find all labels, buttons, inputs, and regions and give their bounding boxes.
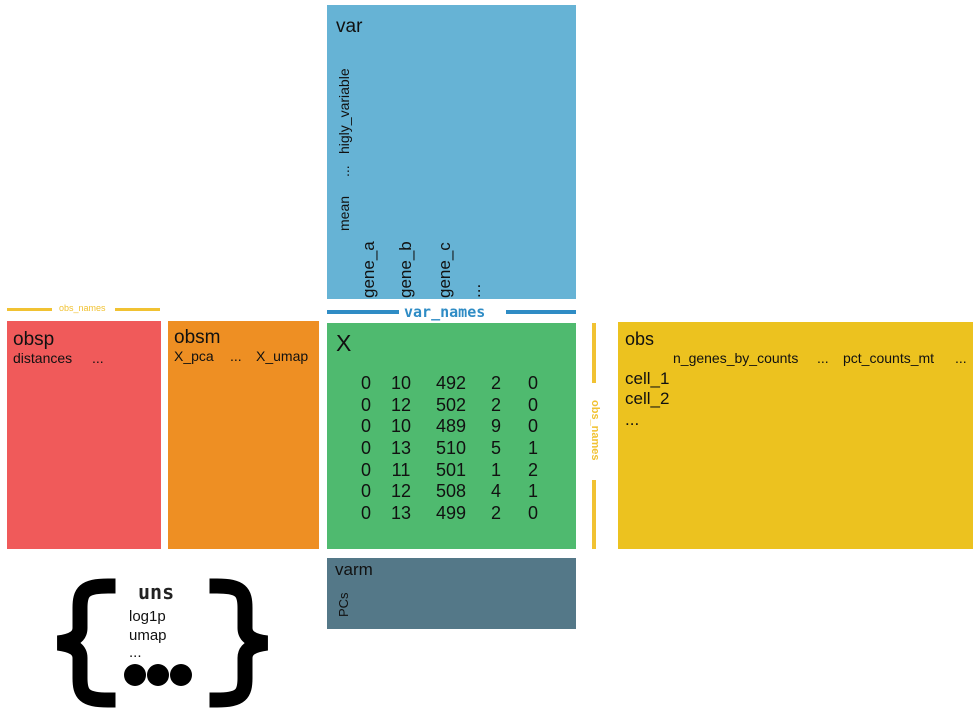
left-brace-icon bbox=[56, 578, 116, 708]
right-brace-icon bbox=[209, 578, 269, 708]
var-title: var bbox=[336, 16, 363, 37]
x-matrix-cell: 2 bbox=[490, 394, 501, 415]
x-matrix-cell: 0 bbox=[360, 438, 371, 459]
obsp-title: obsp bbox=[13, 329, 55, 350]
x-matrix-cell: 0 bbox=[360, 373, 371, 394]
x-matrix-cell: 492 bbox=[435, 373, 467, 394]
x-matrix-cell: 12 bbox=[390, 394, 412, 415]
obs-column-n-genes: n_genes_by_counts bbox=[673, 350, 799, 366]
x-matrix-row: 0 10 489 9 0 bbox=[355, 416, 551, 438]
obsp-panel: obsp distances ... bbox=[7, 321, 161, 549]
x-matrix-cell: 11 bbox=[391, 459, 411, 480]
varm-item-pcs: PCs bbox=[336, 592, 351, 617]
x-matrix-cell: 2 bbox=[490, 373, 501, 394]
x-title: X bbox=[336, 330, 352, 356]
x-matrix-cell: 1 bbox=[490, 459, 501, 480]
x-matrix-row: 0 11 501 1 2 bbox=[355, 459, 551, 481]
x-matrix-cell: 0 bbox=[527, 373, 538, 394]
obs-row-cell-2: cell_2 bbox=[625, 389, 670, 408]
obs-names-vline-bottom bbox=[592, 480, 596, 549]
uns-item-umap: umap bbox=[129, 627, 167, 644]
x-matrix-cell: 489 bbox=[435, 416, 467, 437]
obs-column-pct-counts-mt: pct_counts_mt bbox=[843, 350, 935, 366]
obs-names-line-right bbox=[115, 308, 160, 311]
varm-panel: varm PCs bbox=[327, 558, 576, 629]
obsm-item-x-pca: X_pca bbox=[174, 348, 214, 364]
obs-column-ellipsis-2: ... bbox=[955, 350, 967, 366]
x-matrix-cell: 12 bbox=[390, 481, 412, 502]
x-matrix-cell: 510 bbox=[435, 438, 467, 459]
x-matrix-cell: 13 bbox=[390, 502, 412, 523]
x-matrix-cell: 0 bbox=[360, 481, 371, 502]
x-matrix-cell: 0 bbox=[360, 394, 371, 415]
var-panel: var mean ... higly_variable gene_a gene_… bbox=[327, 5, 576, 299]
var-column-mean: mean bbox=[336, 195, 352, 231]
obsm-title: obsm bbox=[174, 327, 221, 348]
x-matrix-cell: 1 bbox=[527, 481, 538, 502]
x-matrix-row: 0 13 510 5 1 bbox=[355, 438, 551, 460]
varm-title: varm bbox=[335, 560, 373, 579]
x-matrix-row: 0 12 502 2 0 bbox=[355, 395, 551, 417]
x-matrix-cell: 0 bbox=[360, 459, 371, 480]
obs-names-label-top: obs_names bbox=[59, 303, 106, 313]
obsp-item-distances: distances bbox=[13, 350, 73, 366]
obs-names-line-left bbox=[7, 308, 52, 311]
obs-row-ellipsis: ... bbox=[625, 410, 640, 429]
obsp-item-ellipsis: ... bbox=[92, 350, 104, 366]
x-matrix-cell: 10 bbox=[390, 416, 412, 437]
obs-names-vline-top bbox=[592, 323, 596, 383]
x-matrix-cell: 4 bbox=[490, 481, 501, 502]
x-matrix-cell: 0 bbox=[527, 394, 538, 415]
x-matrix-row: 0 12 508 4 1 bbox=[355, 481, 551, 503]
uns-item-ellipsis: ... bbox=[129, 644, 142, 661]
x-matrix-cell: 0 bbox=[527, 416, 538, 437]
x-matrix-cell: 501 bbox=[435, 459, 467, 480]
x-matrix-cell: 9 bbox=[490, 416, 501, 437]
x-matrix-row: 0 10 492 2 0 bbox=[355, 373, 551, 395]
uns-item-log1p: log1p bbox=[129, 608, 166, 625]
obsm-panel: obsm X_pca ... X_umap bbox=[168, 321, 319, 549]
obs-names-label-vertical: obs_names bbox=[589, 400, 601, 461]
more-dots-icon bbox=[124, 664, 192, 686]
x-matrix-cell: 13 bbox=[390, 438, 412, 459]
x-matrix-cell: 2 bbox=[490, 502, 501, 523]
var-names-line-right bbox=[506, 310, 576, 314]
x-matrix-row: 0 13 499 2 0 bbox=[355, 503, 551, 525]
x-matrix-cell: 5 bbox=[490, 438, 501, 459]
obs-row-cell-1: cell_1 bbox=[625, 369, 670, 388]
var-gene-ellipsis: ... bbox=[465, 283, 484, 298]
var-gene-c: gene_c bbox=[435, 242, 454, 298]
x-matrix-cell: 10 bbox=[390, 373, 412, 394]
x-matrix-cell: 2 bbox=[527, 459, 538, 480]
obs-title: obs bbox=[625, 329, 655, 349]
x-matrix-cell: 499 bbox=[435, 502, 467, 523]
uns-title: uns bbox=[138, 580, 175, 604]
x-matrix-cell: 0 bbox=[527, 502, 538, 523]
var-column-ellipsis: ... bbox=[336, 165, 352, 177]
x-matrix-cell: 0 bbox=[360, 416, 371, 437]
x-matrix-cell: 508 bbox=[435, 481, 467, 502]
obs-column-ellipsis-1: ... bbox=[817, 350, 829, 366]
obs-panel: obs n_genes_by_counts ... pct_counts_mt … bbox=[618, 322, 973, 549]
uns-panel: uns log1p umap ... bbox=[50, 578, 275, 708]
obsm-item-ellipsis: ... bbox=[230, 348, 242, 364]
obsm-item-x-umap: X_umap bbox=[256, 348, 309, 364]
x-matrix-cell: 502 bbox=[435, 394, 467, 415]
x-matrix-cell: 1 bbox=[527, 438, 538, 459]
var-names-line-left bbox=[327, 310, 399, 314]
var-gene-b: gene_b bbox=[396, 241, 415, 298]
var-column-highly-variable: higly_variable bbox=[336, 68, 352, 154]
var-gene-a: gene_a bbox=[359, 241, 378, 298]
var-names-label: var_names bbox=[404, 303, 486, 321]
x-matrix-cell: 0 bbox=[360, 502, 371, 523]
